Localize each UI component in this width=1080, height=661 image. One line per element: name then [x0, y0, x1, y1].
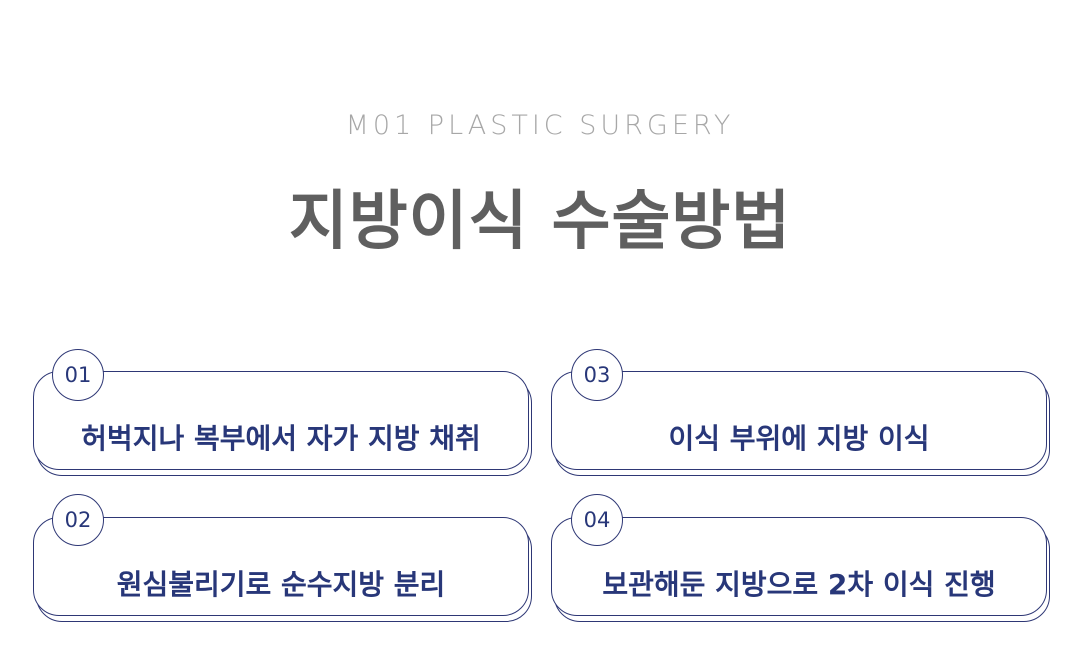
page-title: 지방이식 수술방법 — [288, 185, 792, 259]
step-card-02: 원심불리기로 순수지방 분리 — [33, 517, 532, 622]
step-label: 이식 부위에 지방 이식 — [668, 422, 930, 455]
card-frame — [551, 371, 1047, 470]
section-eyebrow: M01 PLASTIC SURGERY — [345, 110, 735, 141]
card-frame — [33, 517, 529, 616]
step-number-badge-01: 01 — [52, 349, 104, 401]
step-card-01: 허벅지나 복부에서 자가 지방 채취 — [33, 371, 532, 476]
card-frame — [551, 517, 1047, 616]
step-number-badge-03: 03 — [571, 349, 623, 401]
step-label: 원심불리기로 순수지방 분리 — [116, 568, 446, 601]
step-card-03: 이식 부위에 지방 이식 — [551, 371, 1050, 476]
step-label: 허벅지나 복부에서 자가 지방 채취 — [81, 422, 481, 455]
step-card-04: 보관해둔 지방으로 2차 이식 진행 — [551, 517, 1050, 622]
step-label: 보관해둔 지방으로 2차 이식 진행 — [602, 568, 996, 601]
step-number-badge-02: 02 — [52, 494, 104, 546]
card-frame — [33, 371, 529, 470]
step-number-badge-04: 04 — [571, 494, 623, 546]
